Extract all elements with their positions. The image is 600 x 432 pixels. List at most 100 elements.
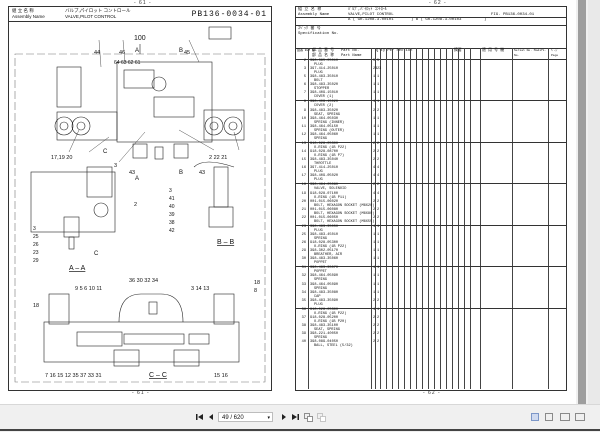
ref-no: 35 [301, 298, 306, 303]
ref-no: 20 [301, 199, 306, 204]
part-name: THROTTLE [314, 162, 332, 167]
prev-page-button[interactable] [208, 413, 214, 423]
part-number: 398-483-35040 [310, 158, 339, 163]
part-name: SPRING (OUTER) [314, 128, 345, 133]
qty-a: 5 [373, 59, 376, 63]
ref-no: 33 [301, 282, 306, 287]
col-ref-no: 図番 Ref No. [297, 49, 318, 52]
svg-text:29: 29 [33, 258, 39, 264]
ref-no: 11 [301, 124, 306, 129]
next-page-button[interactable] [281, 413, 287, 423]
part-number: 398-483-35020 [310, 108, 339, 113]
ref-no: 3 [303, 67, 306, 72]
page-number-value: 49 / 620 [222, 415, 244, 421]
qty-a: 2 [373, 298, 376, 303]
qty-b: 1 [377, 290, 380, 295]
qty-a: 1 [373, 249, 376, 254]
assembly-name-jp: バルブ,パイロット コントロール [65, 8, 131, 13]
part-name: CAP [314, 294, 321, 299]
ref-no: 21 [301, 207, 306, 212]
part-name: SPRING [314, 336, 327, 341]
svg-text:40: 40 [169, 204, 175, 210]
view-single-page-button[interactable] [531, 413, 539, 421]
part-number: 398-483-45010 [310, 232, 339, 237]
ref-no: 38 [301, 324, 306, 328]
qty-b: 1 [377, 266, 380, 271]
part-name: BOLT, HEXAGON SOCKET (M6X80) [314, 211, 375, 216]
svg-text:7 16 15 12 35 37 33 31: 7 16 15 12 35 37 33 31 [45, 373, 102, 379]
assembly-name-jp: ﾊﾞﾙﾌﾞ,ﾊﾟｲﾛｯﾄ ｺﾝﾄﾛｰﾙ [348, 8, 387, 12]
qty-a: 2 [373, 150, 376, 155]
part-number: 398-464-05090 [310, 274, 339, 279]
section-b-b-label: B – B [217, 239, 234, 246]
qty-a: 1 [373, 232, 376, 237]
part-name: PLUG [314, 170, 323, 175]
part-number: 918-028-08700 [310, 150, 339, 155]
qty-a: 1 [373, 257, 376, 262]
svg-text:64 63 62 61: 64 63 62 61 [114, 60, 141, 66]
col-serial-en: Serial No. Modifi. No. [514, 49, 547, 57]
qty-a: 1 [373, 83, 376, 88]
spec-label-en: Specification No. [298, 32, 339, 36]
qty-a: 4 [373, 174, 376, 179]
ref-no: 25 [301, 232, 306, 237]
copy-pages-button[interactable] [304, 413, 313, 424]
qty-b: 1 [377, 307, 380, 312]
qty-a: 2 [373, 215, 376, 220]
ref-no: 15 [301, 158, 306, 163]
part-number: 398-302-05170 [310, 249, 339, 254]
svg-text:17,19 20: 17,19 20 [51, 155, 72, 161]
spec-b: ) B ( GR-1208-3-00103 [411, 18, 462, 22]
ref-no: 8 [303, 100, 306, 105]
paste-pages-button[interactable] [317, 413, 326, 424]
vertical-scrollbar[interactable] [576, 0, 588, 404]
first-page-button[interactable] [196, 413, 204, 423]
page-number-field[interactable]: 49 / 620 ▾ [218, 412, 273, 422]
last-page-button[interactable] [291, 413, 299, 423]
page-dropdown-icon[interactable]: ▾ [267, 415, 270, 421]
qty-b: 1 [377, 241, 380, 246]
ref-no: 6 [303, 83, 306, 88]
ref-no: 5 [303, 75, 306, 80]
left-page-number-top: - 61 - [134, 0, 152, 6]
part-number: 398-483-35020 [310, 83, 339, 88]
qty-b: 1 [377, 232, 380, 237]
qty-a: 1 [373, 100, 376, 105]
scrollbar-thumb[interactable] [578, 0, 586, 404]
part-name: O-RING (1B P22) [314, 245, 347, 250]
ref-no: 2 [303, 59, 306, 63]
svg-text:8: 8 [254, 288, 257, 294]
qty-a: 2 [373, 141, 376, 146]
col-part-name-en: Part Name [341, 54, 362, 58]
svg-text:2: 2 [134, 202, 137, 208]
svg-text:46: 46 [119, 50, 125, 56]
ref-no: 16 [301, 166, 306, 171]
view-continuous-button[interactable] [545, 413, 553, 421]
svg-text:23: 23 [33, 250, 39, 256]
ref-no: 9 [303, 108, 306, 113]
qty-b: 1 [377, 100, 380, 105]
right-page-number-top: - 62 - [429, 0, 447, 6]
part-name: SPRING [314, 136, 327, 141]
qty-a: 2 [373, 315, 376, 320]
qty-b: 2 [377, 199, 380, 204]
qty-b: 1 [377, 75, 380, 80]
view-two-page-continuous-button[interactable] [575, 413, 585, 421]
view-two-page-button[interactable] [560, 413, 570, 421]
prev-page-icon [209, 414, 213, 420]
figure-code: PB136-0034-01 [191, 10, 267, 19]
qty-a: 23 [373, 67, 378, 72]
svg-text:3: 3 [33, 226, 36, 232]
